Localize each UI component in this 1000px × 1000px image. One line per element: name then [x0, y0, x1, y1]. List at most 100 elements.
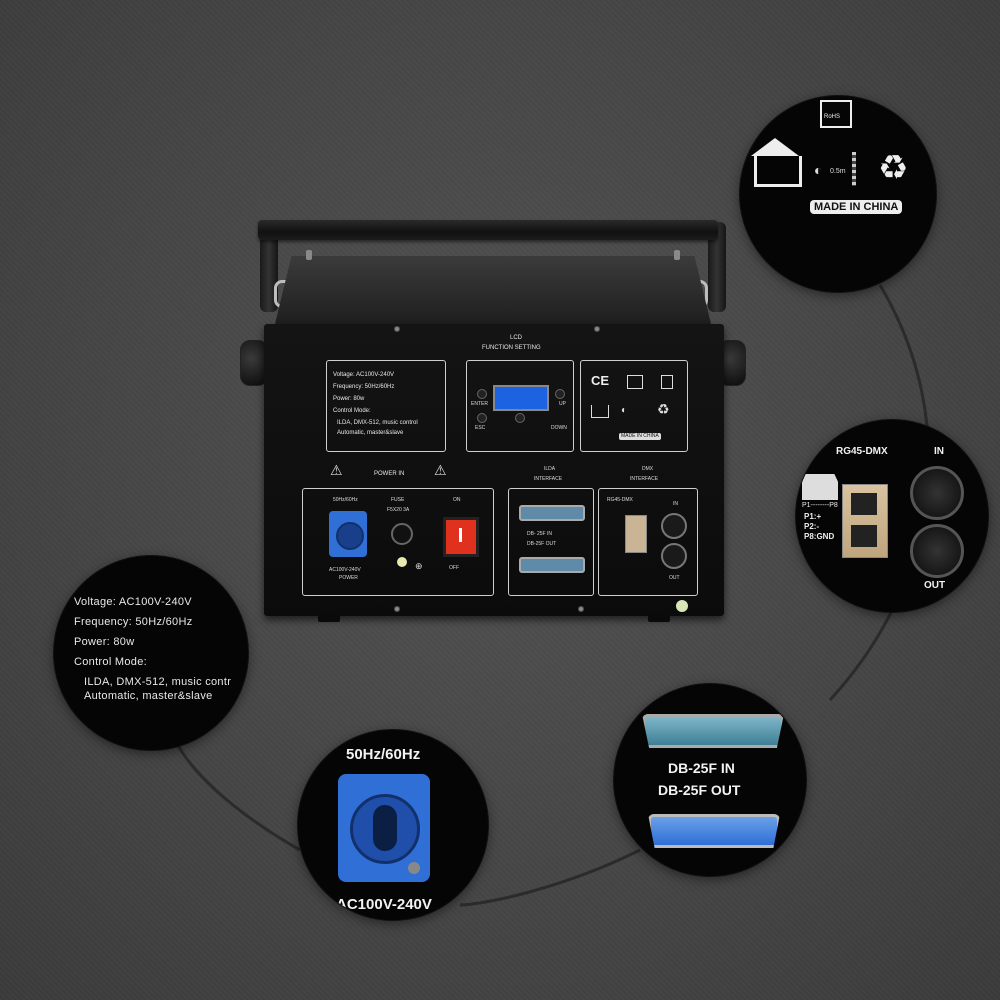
rj45-ports[interactable] [625, 515, 647, 553]
rohs-label: RoHS [824, 114, 841, 120]
ilda-title-2: INTERFACE [534, 476, 563, 482]
zoom-power-connector: 50Hz/60Hz AC100V-240V [298, 730, 488, 920]
function-title: FUNCTION SETTING [482, 345, 541, 351]
in-label: IN [934, 446, 944, 457]
certification-label: CE ◐ ♻ MADE IN CHINA [580, 360, 688, 452]
connector-socket [336, 522, 364, 550]
handle-post-right [708, 222, 726, 312]
dmx-title-2: INTERFACE [630, 476, 659, 482]
screw [394, 326, 400, 332]
xlr-in-port[interactable] [910, 466, 964, 520]
recycle-icon: ♻ [657, 401, 670, 417]
db25-in-port[interactable] [642, 714, 784, 748]
laser-projector: Voltage: AC100V-240V Frequency: 50Hz/60H… [238, 216, 746, 626]
zoom-frequency: Frequency: 50Hz/60Hz [74, 616, 193, 628]
zoom-ac-label: AC100V-240V [336, 896, 432, 913]
zoom-ilda-interface: DB-25F IN DB-25F OUT [614, 684, 806, 876]
top-pin [674, 250, 680, 260]
spec-frequency: Frequency: 50Hz/60Hz [333, 384, 395, 390]
pin-range: P1--------P8 [802, 502, 838, 509]
db-out-label: DB-25F OUT [527, 541, 557, 547]
rj45-ports[interactable] [842, 484, 888, 558]
db25-out-port[interactable] [519, 557, 585, 573]
screw [594, 326, 600, 332]
dmx-out-label: OUT [669, 575, 680, 581]
warning-icon: ⚠ [330, 462, 343, 478]
power-indicator-light [397, 557, 407, 567]
ilda-title: ILDA [544, 466, 556, 472]
spec-voltage: Voltage: AC100V-240V [333, 372, 395, 378]
spec-modes: ILDA, DMX-512, music control [337, 420, 418, 426]
db25-out-port[interactable] [648, 814, 780, 848]
distance-value: 0.5m [830, 168, 846, 175]
top-pin [306, 250, 312, 260]
foot [318, 614, 340, 622]
esc-button[interactable] [477, 413, 487, 423]
made-in-china: MADE IN CHINA [619, 433, 661, 440]
powercon-connector[interactable] [329, 511, 367, 557]
out-label: OUT [924, 580, 946, 591]
power-section: 50Hz/60Hz AC100V-240V POWER FUSE F5X20 3… [302, 488, 494, 596]
switch-mark [459, 528, 462, 542]
weee-bin-icon [661, 375, 673, 389]
up-button[interactable] [555, 389, 565, 399]
recycle-icon: ♻ [878, 149, 909, 187]
status-led [676, 600, 688, 612]
indoor-house-icon [591, 405, 609, 418]
on-label: ON [453, 497, 461, 503]
zoom-db-in-label: DB-25F IN [668, 760, 735, 776]
rg45-dmx-title: RG45-DMX [836, 446, 888, 457]
xlr-out-port[interactable] [661, 543, 687, 569]
spec-power: Power: 80w [333, 396, 365, 402]
pin-p1: P1:+ [804, 512, 822, 521]
ce-mark: CE [591, 373, 610, 388]
connector-socket [350, 794, 420, 864]
enter-button[interactable] [477, 389, 487, 399]
zoom-certification: RoHS ◐ 0.5m ♻ MADE IN CHINA [740, 96, 936, 292]
spec-control: Control Mode: [333, 408, 371, 414]
down-button[interactable] [515, 413, 525, 423]
xlr-in-port[interactable] [661, 513, 687, 539]
rj45-pin-diagram [802, 474, 838, 500]
zoom-modes: ILDA, DMX-512, music contr [84, 676, 232, 688]
dmx-title: DMX [642, 466, 654, 472]
xlr-out-port[interactable] [910, 524, 964, 578]
screw [408, 862, 420, 874]
off-label: OFF [449, 565, 459, 571]
powercon-connector[interactable] [338, 774, 430, 882]
distance-icon: ◐ [621, 405, 628, 416]
top-cover [274, 256, 712, 328]
warning-icon: ⚠ [434, 462, 447, 478]
up-label: UP [559, 401, 566, 407]
foot [648, 614, 670, 622]
rg45-label: RG45-DMX [607, 497, 633, 503]
zoom-hz-label: 50Hz/60Hz [346, 746, 421, 763]
db25-in-port[interactable] [519, 505, 585, 521]
zoom-db-out-label: DB-25F OUT [658, 782, 741, 798]
rohs-icon [627, 375, 643, 389]
zoom-control: Control Mode: [74, 656, 147, 668]
ground-icon: ⊕ [415, 561, 423, 571]
zoom-dmx-interface: RG45-DMX IN P1--------P8 P1:+ P2:- P8:GN… [796, 420, 988, 612]
distance-bar [852, 152, 856, 186]
fuse-rating: F5X20 3A [387, 507, 410, 513]
hz-label: 50Hz/60Hz [333, 497, 358, 503]
made-in-china: MADE IN CHINA [810, 200, 903, 214]
lcd-title: LCD [510, 335, 523, 341]
fuse-holder[interactable] [391, 523, 413, 545]
spec-label: Voltage: AC100V-240V Frequency: 50Hz/60H… [326, 360, 446, 452]
power-switch[interactable] [443, 517, 479, 557]
ilda-section: DB- 25F IN DB-25F OUT [508, 488, 594, 596]
enter-label: ENTER [471, 401, 488, 407]
down-label: DOWN [551, 425, 567, 431]
pin-p8: P8:GND [804, 532, 835, 541]
power-label: POWER [339, 575, 358, 581]
ac-power-label: AC100V-240V [329, 567, 361, 573]
indoor-house-icon [751, 138, 802, 187]
distance-icon: ◐ [814, 162, 823, 178]
pin-p2: P2:- [804, 522, 820, 531]
dmx-in-label: IN [673, 501, 678, 507]
zoom-spec-label: Voltage: AC100V-240V Frequency: 50Hz/60H… [54, 556, 248, 750]
db-in-label: DB- 25F IN [527, 531, 553, 537]
front-panel: Voltage: AC100V-240V Frequency: 50Hz/60H… [264, 324, 724, 616]
